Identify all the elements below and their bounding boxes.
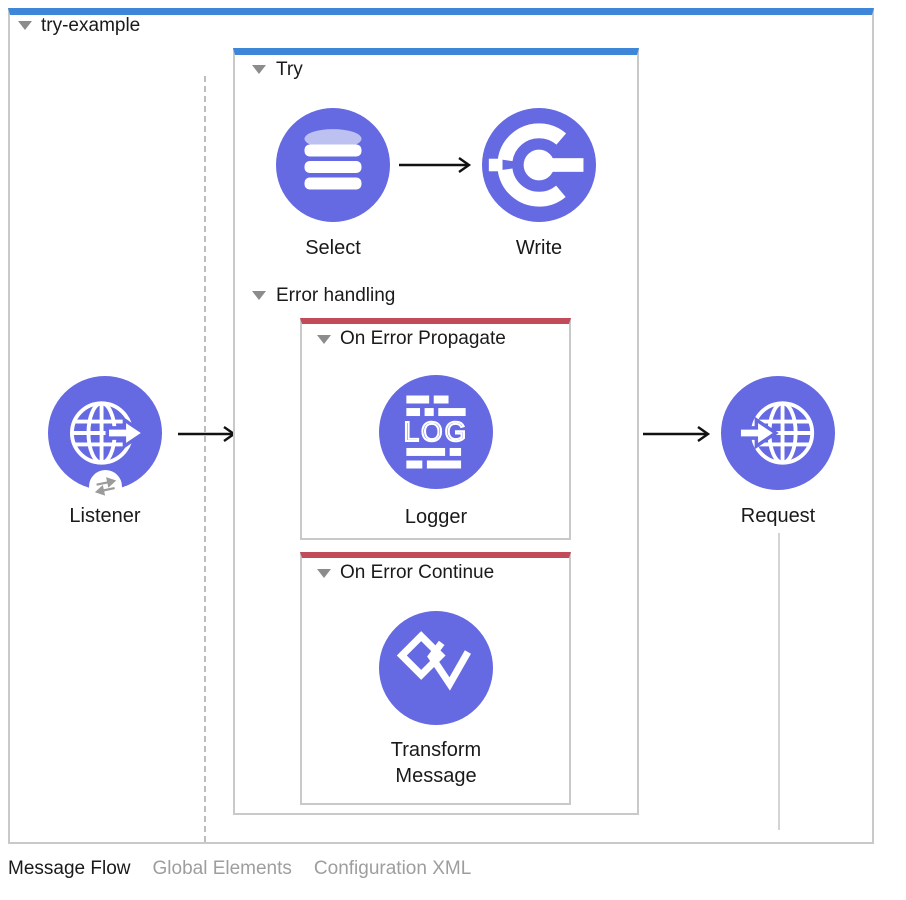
flow-arrow [178, 426, 237, 442]
request-connection-line [778, 533, 780, 830]
collapse-triangle-flow[interactable] [18, 21, 32, 30]
flow-arrow [643, 426, 711, 442]
select-node[interactable] [276, 108, 390, 222]
request-label: Request [740, 505, 816, 527]
database-icon [304, 129, 362, 190]
connector-icon [488, 123, 584, 207]
request-node[interactable] [721, 376, 835, 490]
collapse-triangle-on-error-propagate[interactable] [317, 335, 331, 344]
collapse-triangle-error-handling[interactable] [252, 291, 266, 300]
logger-node[interactable]: LOG [379, 375, 493, 489]
flow-arrow [399, 157, 472, 173]
on-error-continue-title: On Error Continue [340, 562, 495, 583]
flow-title: try-example [41, 15, 141, 36]
listener-label: Listener [69, 505, 141, 527]
try-scope-title: Try [276, 59, 303, 80]
tab-global-elements[interactable]: Global Elements [152, 858, 292, 879]
transform-message-label: Transform Message [390, 739, 482, 788]
collapse-triangle-try[interactable] [252, 65, 266, 74]
http-request-globe-arrow-icon [737, 401, 815, 465]
error-handling-title: Error handling [276, 285, 396, 306]
write-node[interactable] [482, 108, 596, 222]
logger-icon: LOG [403, 395, 469, 469]
select-label: Select [305, 237, 361, 259]
listener-exchange-badge [89, 470, 122, 503]
http-listener-globe-arrow-icon [70, 401, 147, 465]
editor-tab-bar: Message Flow Global Elements Configurati… [8, 858, 471, 880]
dataweave-icon [396, 631, 471, 691]
tab-message-flow[interactable]: Message Flow [8, 858, 131, 879]
collapse-triangle-on-error-continue[interactable] [317, 569, 331, 578]
svg-text:LOG: LOG [404, 416, 469, 447]
tab-configuration-xml[interactable]: Configuration XML [313, 858, 472, 879]
logger-label: Logger [404, 506, 468, 528]
exchange-arrows-icon [94, 477, 117, 496]
write-label: Write [515, 237, 563, 259]
flow-boundary-dashed-line [204, 76, 206, 842]
on-error-propagate-title: On Error Propagate [340, 328, 506, 349]
transform-message-node[interactable] [379, 611, 493, 725]
